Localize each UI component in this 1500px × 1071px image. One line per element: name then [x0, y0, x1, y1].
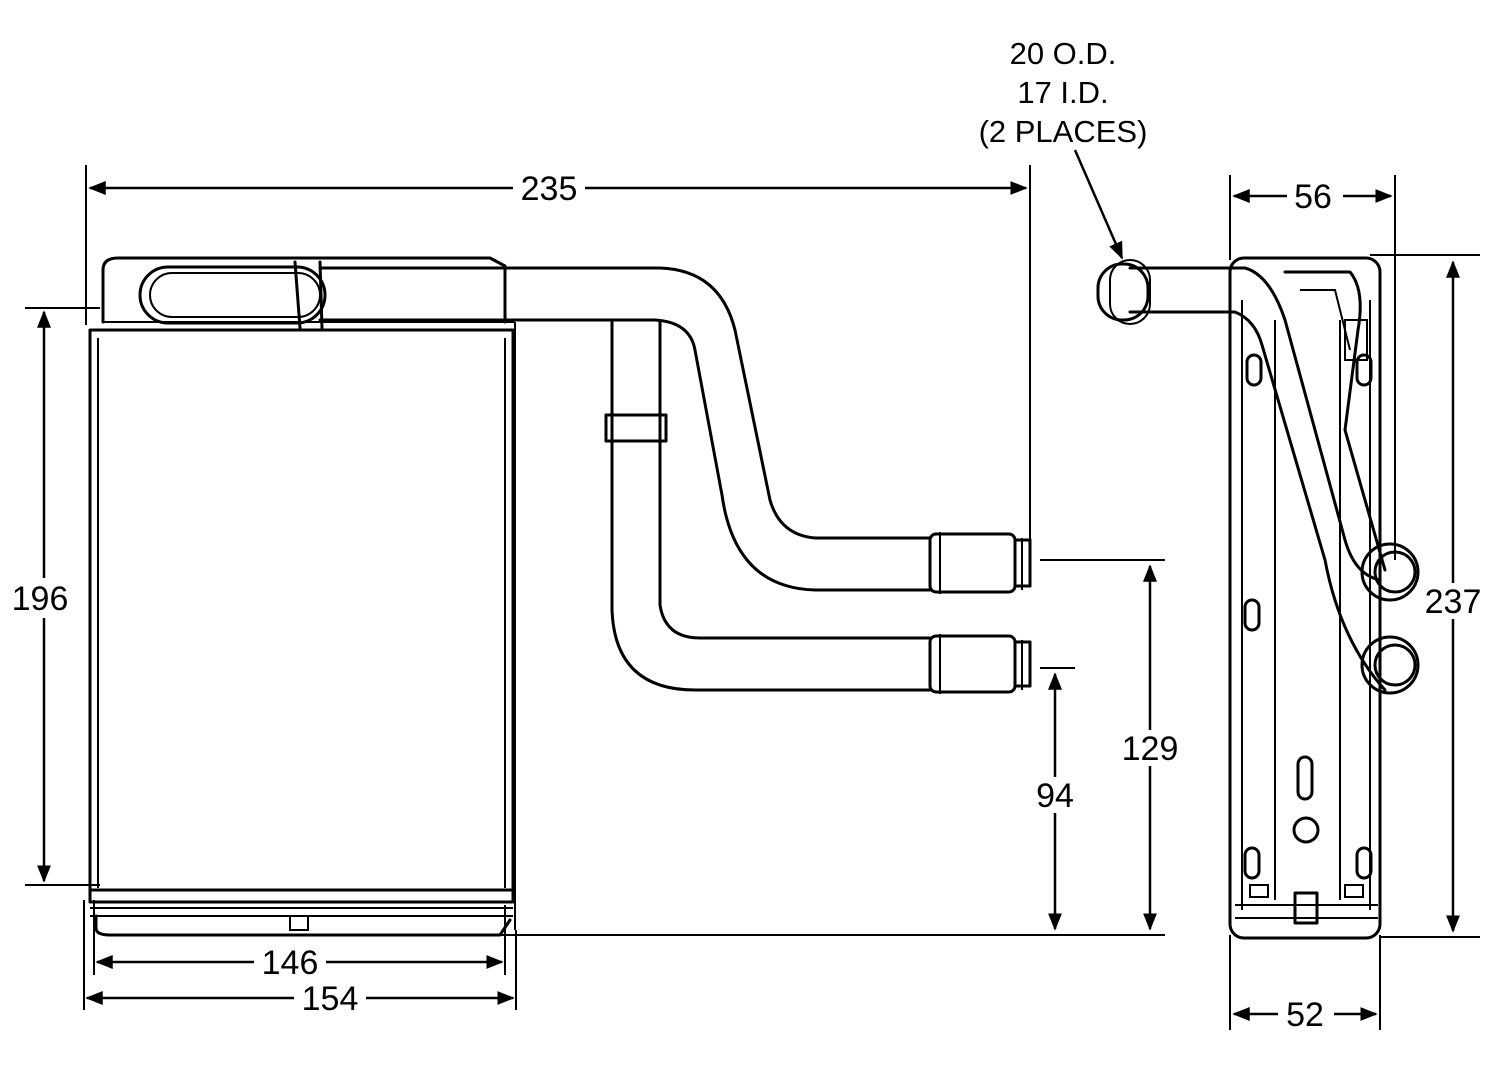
core-body: [88, 322, 516, 930]
dim-129-label: 129: [1122, 730, 1179, 768]
lower-tank: [88, 888, 515, 937]
callout-places: (2 PLACES): [979, 114, 1148, 149]
dim-196-label: 196: [12, 580, 69, 618]
side-view: [1096, 256, 1420, 940]
dim-94-label: 94: [1036, 777, 1074, 815]
upper-tank: [101, 256, 507, 324]
front-view: [88, 256, 1032, 937]
side-lower-port: [1360, 635, 1420, 695]
callout-note: 20 O.D. 17 I.D. (2 PLACES): [979, 36, 1148, 149]
dim-56-label: 56: [1294, 178, 1332, 216]
dim-146-label: 146: [262, 944, 319, 982]
dim-237-label: 237: [1425, 583, 1482, 621]
callout-id: 17 I.D.: [1017, 75, 1108, 110]
upper-pipe: [318, 266, 1032, 594]
lower-pipe: [604, 320, 1032, 694]
tank-oval-port: [138, 260, 327, 330]
callout-od: 20 O.D.: [1010, 36, 1117, 71]
dimension-labels: 235 196 146 154 129 94 56 237 52: [5, 170, 1489, 1034]
dim-235-label: 235: [521, 170, 578, 208]
dim-52-label: 52: [1286, 996, 1324, 1034]
dim-154-label: 154: [302, 980, 359, 1018]
